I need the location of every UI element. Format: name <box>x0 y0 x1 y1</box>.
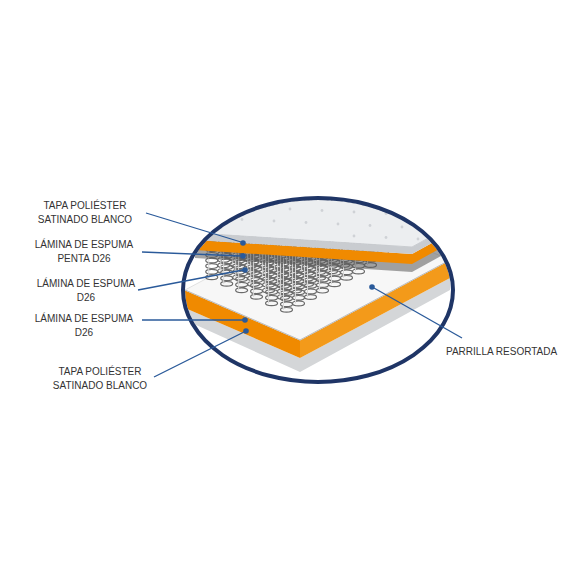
lens-outline <box>183 198 453 382</box>
quilt-dot <box>369 200 372 203</box>
leader-dots <box>240 240 375 334</box>
leader-dot <box>240 240 246 246</box>
quilt-dot <box>385 188 388 191</box>
quilt-dot <box>225 205 228 208</box>
quilt-dot <box>225 181 228 184</box>
quilt-dot <box>369 224 372 227</box>
quilt-dot <box>305 173 308 176</box>
quilt-dot <box>401 226 404 229</box>
leader-line <box>142 319 243 320</box>
quilt-dot <box>417 214 420 217</box>
quilting-dots <box>209 169 452 242</box>
spring-coil <box>281 257 293 312</box>
quilt-dot <box>433 179 436 182</box>
callout-label: PARRILLA RESORTADA <box>446 345 557 359</box>
leader-dot <box>369 284 375 290</box>
quilt-dot <box>305 221 308 224</box>
quilt-dot <box>401 178 404 181</box>
quilt-dot <box>209 217 212 220</box>
mattress-cutaway <box>185 150 470 372</box>
quilt-dot <box>353 211 356 214</box>
leader-dot <box>243 328 249 334</box>
leader-dot <box>242 317 248 323</box>
quilt-dot <box>273 196 276 199</box>
quilt-dot <box>241 218 244 221</box>
leader-dot <box>242 267 248 273</box>
layer-label: LÁMINA DE ESPUMA D26 <box>30 277 142 305</box>
quilt-dot <box>337 175 340 178</box>
leader-line <box>146 213 241 242</box>
quilt-dot <box>353 187 356 190</box>
quilt-dot <box>273 220 276 223</box>
quilt-dot <box>433 203 436 206</box>
leader-dot <box>240 253 246 259</box>
quilt-dot <box>449 239 452 242</box>
quilt-dot <box>321 185 324 188</box>
quilt-dot <box>417 190 420 193</box>
quilt-dot <box>385 236 388 239</box>
quilt-dot <box>337 223 340 226</box>
quilt-dot <box>353 235 356 238</box>
leader-line <box>154 332 244 377</box>
quilt-dot <box>417 238 420 241</box>
leader-line <box>138 270 243 290</box>
quilt-dot <box>257 182 260 185</box>
quilt-dot <box>209 193 212 196</box>
quilt-dot <box>449 191 452 194</box>
quilt-dot <box>209 169 212 172</box>
quilt-dot <box>273 172 276 175</box>
quilt-dot <box>433 227 436 230</box>
leader-line <box>142 252 241 256</box>
layer-label: TAPA POLIÉSTER SATINADO BLANCO <box>44 365 156 393</box>
quilt-dot <box>241 194 244 197</box>
quilt-dot <box>289 208 292 211</box>
layer-label: LÁMINA DE ESPUMA PENTA D26 <box>28 238 140 266</box>
quilt-dot <box>321 209 324 212</box>
quilt-dot <box>369 176 372 179</box>
leader-lines <box>138 213 462 377</box>
spring-highlight <box>283 258 284 310</box>
layer-label: TAPA POLIÉSTER SATINADO BLANCO <box>29 199 141 227</box>
leader-line <box>374 288 462 338</box>
quilt-dot <box>401 202 404 205</box>
quilt-dot <box>289 184 292 187</box>
quilt-dot <box>449 215 452 218</box>
layer-label: LÁMINA DE ESPUMA D26 <box>28 312 140 340</box>
quilt-dot <box>241 170 244 173</box>
